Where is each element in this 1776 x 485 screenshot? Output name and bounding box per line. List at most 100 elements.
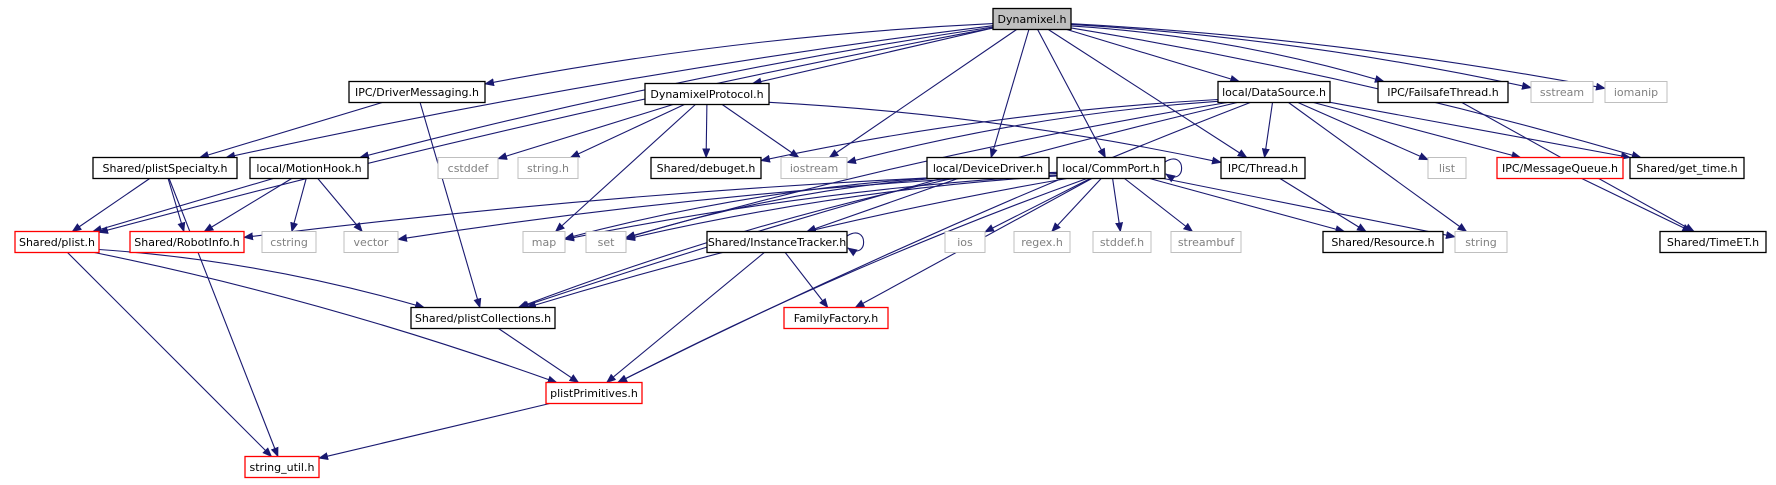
node-box <box>92 156 238 180</box>
node-driverMessaging[interactable]: IPC/DriverMessaging.h <box>348 80 486 104</box>
edge-dynamixel-to-sstream <box>1070 23 1532 90</box>
node-plist[interactable]: Shared/plist.h <box>14 230 100 254</box>
edge-commPort-to-regex <box>1051 178 1102 233</box>
edge-commPort-to-set <box>625 175 1058 241</box>
node-label: string <box>1465 236 1497 249</box>
node-box <box>1659 230 1767 254</box>
node-set: set <box>585 231 627 253</box>
node-failsafeThread[interactable]: IPC/FailsafeThread.h <box>1377 80 1509 104</box>
edge-dynamixel-to-plist <box>98 27 994 234</box>
node-box <box>780 157 848 179</box>
node-resource[interactable]: Shared/Resource.h <box>1322 230 1444 254</box>
node-dataSource[interactable]: local/DataSource.h <box>1217 80 1331 104</box>
edge-dataSource-to-string <box>1288 102 1468 233</box>
node-box <box>1056 156 1166 180</box>
node-label: streambuf <box>1178 236 1236 249</box>
node-box <box>517 157 579 179</box>
node-getTime[interactable]: Shared/get_time.h <box>1629 156 1745 180</box>
node-box <box>644 82 770 106</box>
edge-plistPrimitives-to-stringUtil <box>318 402 550 461</box>
node-plistSpecialty[interactable]: Shared/plistSpecialty.h <box>92 156 238 180</box>
node-label: Shared/plistSpecialty.h <box>103 162 228 175</box>
edge-motionHook-to-plist <box>91 177 274 233</box>
node-deviceDriver[interactable]: local/DeviceDriver.h <box>926 156 1050 180</box>
node-label: stddef.h <box>1100 236 1144 249</box>
node-box <box>706 230 848 254</box>
node-label: local/MotionHook.h <box>256 162 361 175</box>
node-streambuf: streambuf <box>1170 231 1242 253</box>
edge-dataSource-to-list <box>1297 101 1429 161</box>
edge-dynamixel-to-driverMessaging <box>484 23 994 87</box>
node-label: plistPrimitives.h <box>550 387 638 400</box>
node-box <box>1092 231 1152 253</box>
node-box <box>261 231 317 253</box>
node-timeET[interactable]: Shared/TimeET.h <box>1659 230 1767 254</box>
edge-deviceDriver-to-map <box>564 177 928 241</box>
node-box <box>14 230 100 254</box>
node-robotInfo[interactable]: Shared/RobotInfo.h <box>129 230 245 254</box>
node-cstring: cstring <box>261 231 317 253</box>
edge-dataSource-to-messageQueue <box>1313 101 1522 160</box>
node-label: DynamixelProtocol.h <box>650 88 763 101</box>
node-messageQueue[interactable]: IPC/MessageQueue.h <box>1496 156 1624 180</box>
node-label: ios <box>957 236 973 249</box>
edge-dynamixel-to-plistSpecialty <box>225 25 994 160</box>
node-instanceTracker[interactable]: Shared/InstanceTracker.h <box>706 230 848 254</box>
node-motionHook[interactable]: local/MotionHook.h <box>249 156 369 180</box>
node-label: string_util.h <box>250 461 315 474</box>
edge-dynamixel-to-deviceDriver <box>989 29 1030 159</box>
node-box <box>348 80 486 104</box>
node-box <box>1496 156 1624 180</box>
node-plistCollections[interactable]: Shared/plistCollections.h <box>410 306 556 330</box>
node-box <box>1377 80 1509 104</box>
node-stringUtil[interactable]: string_util.h <box>244 455 320 479</box>
node-box <box>650 156 762 180</box>
node-label: FamilyFactory.h <box>794 312 879 325</box>
node-label: IPC/Thread.h <box>1228 162 1298 175</box>
edge-dataSource-to-thread <box>1261 102 1274 159</box>
edge-deviceDriver-to-instanceTracker <box>805 177 959 233</box>
node-box <box>783 306 889 330</box>
node-box <box>1604 81 1668 103</box>
edge-dynamixel-to-failsafeThread <box>1070 25 1385 83</box>
edge-dynamixel-to-thread <box>1048 29 1248 159</box>
edge-instanceTracker-to-instanceTracker <box>846 232 865 257</box>
edge-dynamixel-to-commPort <box>1037 29 1106 159</box>
node-label: map <box>532 236 556 249</box>
node-dynamixel[interactable]: Dynamixel.h <box>992 7 1072 31</box>
node-dynamixelProtocol[interactable]: DynamixelProtocol.h <box>644 82 770 106</box>
node-label: string.h <box>527 162 569 175</box>
node-iostream: iostream <box>780 157 848 179</box>
node-label: cstddef <box>448 162 490 175</box>
node-debuget[interactable]: Shared/debuget.h <box>650 156 762 180</box>
node-familyFactory[interactable]: FamilyFactory.h <box>783 306 889 330</box>
node-thread[interactable]: IPC/Thread.h <box>1220 156 1306 180</box>
node-plistPrimitives[interactable]: plistPrimitives.h <box>545 381 643 405</box>
edge-dynamixelProtocol-to-map <box>554 104 696 233</box>
node-label: Shared/debuget.h <box>657 162 756 175</box>
node-box <box>249 156 369 180</box>
edge-plist-to-plistPrimitives <box>94 251 558 384</box>
node-label: local/DataSource.h <box>1222 86 1326 99</box>
edge-plistSpecialty-to-plist <box>71 178 151 233</box>
node-label: regex.h <box>1021 236 1063 249</box>
node-stringh: string.h <box>517 157 579 179</box>
node-commPort[interactable]: local/CommPort.h <box>1056 156 1166 180</box>
node-box <box>1530 81 1594 103</box>
node-box <box>944 231 986 253</box>
edge-dataSource-to-getTime <box>1329 101 1631 160</box>
edge-motionHook-to-robotInfo <box>203 178 292 233</box>
edge-dynamixelProtocol-to-cstddef <box>497 103 674 160</box>
edge-dynamixel-to-iomanip <box>1070 23 1606 91</box>
edge-commPort-to-resource <box>1149 177 1346 233</box>
node-box <box>1013 231 1071 253</box>
node-label: IPC/DriverMessaging.h <box>355 86 479 99</box>
node-label: Dynamixel.h <box>998 13 1067 26</box>
edge-commPort-to-streambuf <box>1124 178 1194 233</box>
node-box <box>926 156 1050 180</box>
node-box <box>1629 156 1745 180</box>
node-label: vector <box>354 236 389 249</box>
node-label: iostream <box>790 162 838 175</box>
node-label: sstream <box>1540 86 1584 99</box>
